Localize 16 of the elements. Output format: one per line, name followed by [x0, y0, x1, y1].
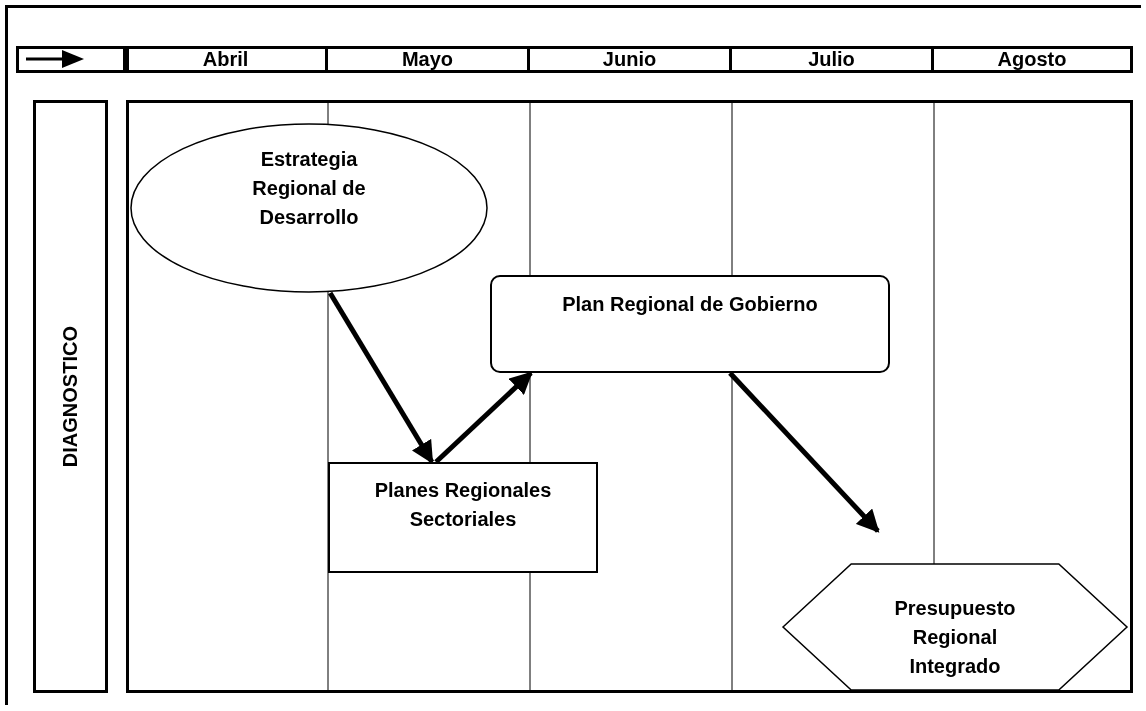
phase-label: DIAGNOSTICO [58, 325, 82, 468]
month-header-cell: Agosto [931, 46, 1133, 73]
arrow [434, 371, 533, 464]
arrow [327, 291, 435, 464]
phase-band [33, 100, 108, 693]
month-header-cell: Mayo [325, 46, 530, 73]
node-label: Presupuesto Regional Integrado [893, 595, 1017, 679]
node-label: Estrategia Regional de Desarrollo [251, 146, 367, 230]
month-header-cell: Junio [527, 46, 732, 73]
arrow [728, 371, 880, 533]
process-box [490, 275, 890, 373]
node-label: Planes Regionales Sectoriales [373, 478, 553, 532]
month-header-cell: Abril [123, 46, 328, 73]
process-box [328, 462, 598, 573]
node-label: Plan Regional de Gobierno [562, 291, 818, 317]
month-header-cell: Julio [729, 46, 934, 73]
